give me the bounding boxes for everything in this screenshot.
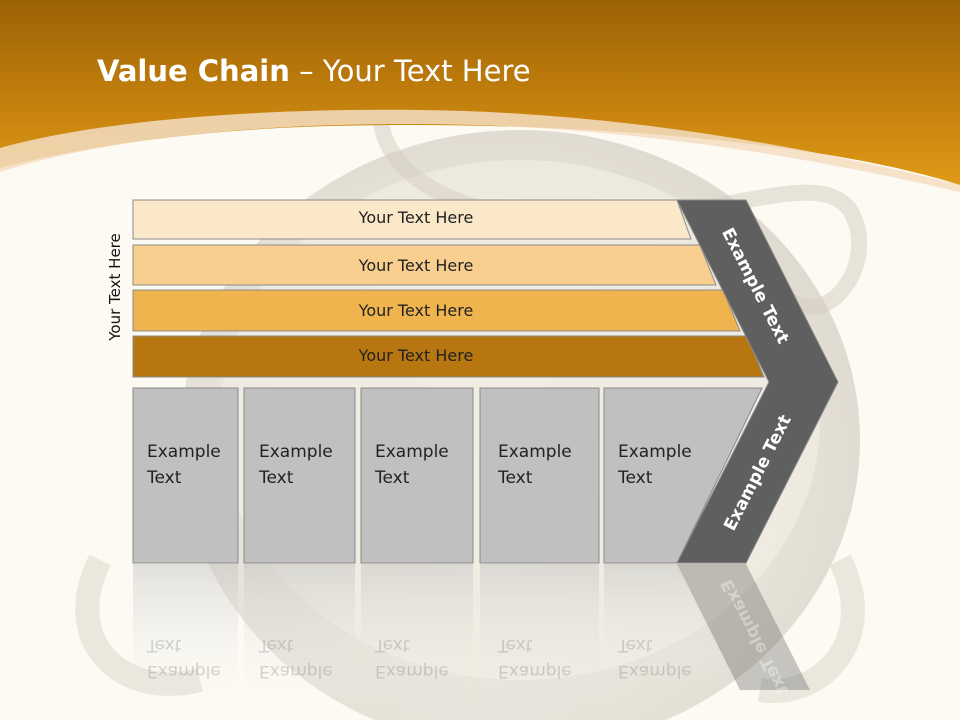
cell-line1: Example bbox=[498, 442, 572, 462]
cell-text-2: Example Text bbox=[259, 439, 333, 491]
header-bar-2 bbox=[132, 244, 717, 286]
refl-line2: Text bbox=[375, 635, 410, 655]
reflection-group bbox=[133, 564, 810, 714]
chevron-reflection bbox=[677, 564, 810, 690]
header-bar-3 bbox=[132, 289, 741, 332]
header-bar-1 bbox=[132, 199, 692, 240]
cell-reflection-4: Example Text bbox=[498, 632, 572, 684]
cell-line2: Text bbox=[375, 468, 410, 488]
bar-label-4: Your Text Here bbox=[358, 346, 474, 365]
cell-box-1 bbox=[132, 387, 239, 564]
cell-reflection-box-1 bbox=[133, 564, 238, 714]
refl-line2: Text bbox=[498, 635, 533, 655]
cell-line1: Example bbox=[618, 442, 692, 462]
cell-reflection-2: Example Text bbox=[259, 632, 333, 684]
slide-title: Value Chain – Your Text Here bbox=[97, 54, 531, 88]
cell-reflection-box-3 bbox=[361, 564, 473, 714]
cell-text-5: Example Text bbox=[618, 439, 692, 491]
title-rest: – Your Text Here bbox=[289, 54, 531, 88]
side-label: Your Text Here bbox=[106, 233, 124, 341]
cell-box-3 bbox=[360, 387, 474, 564]
header-bars bbox=[132, 199, 765, 378]
cell-text-4: Example Text bbox=[498, 439, 572, 491]
refl-line1: Example bbox=[618, 661, 692, 681]
cell-text-3: Example Text bbox=[375, 439, 449, 491]
cell-line2: Text bbox=[618, 468, 653, 488]
refl-line2: Text bbox=[618, 635, 653, 655]
cell-line2: Text bbox=[147, 468, 182, 488]
cells-group bbox=[132, 387, 763, 564]
cell-line1: Example bbox=[147, 442, 221, 462]
refl-line2: Text bbox=[259, 635, 294, 655]
cell-reflection-3: Example Text bbox=[375, 632, 449, 684]
refl-line1: Example bbox=[147, 661, 221, 681]
cell-reflection-box-2 bbox=[244, 564, 355, 714]
header-bar-4 bbox=[132, 335, 765, 378]
cell-line1: Example bbox=[375, 442, 449, 462]
cell-reflection-box-5 bbox=[604, 564, 740, 690]
cell-reflection-box-4 bbox=[480, 564, 599, 714]
bar-label-1: Your Text Here bbox=[358, 208, 474, 227]
cell-line1: Example bbox=[259, 442, 333, 462]
refl-line1: Example bbox=[259, 661, 333, 681]
refl-line1: Example bbox=[375, 661, 449, 681]
cell-box-4 bbox=[479, 387, 600, 564]
title-bold: Value Chain bbox=[97, 54, 290, 88]
cell-reflection-1: Example Text bbox=[147, 632, 221, 684]
refl-line2: Text bbox=[147, 635, 182, 655]
cell-line2: Text bbox=[259, 468, 294, 488]
bar-label-2: Your Text Here bbox=[358, 256, 474, 275]
refl-line1: Example bbox=[498, 661, 572, 681]
cell-text-1: Example Text bbox=[147, 439, 221, 491]
bar-label-3: Your Text Here bbox=[358, 301, 474, 320]
cell-box-2 bbox=[243, 387, 356, 564]
cell-reflection-5: Example Text bbox=[618, 632, 692, 684]
chevron-arrow bbox=[676, 199, 839, 564]
cell-line2: Text bbox=[498, 468, 533, 488]
